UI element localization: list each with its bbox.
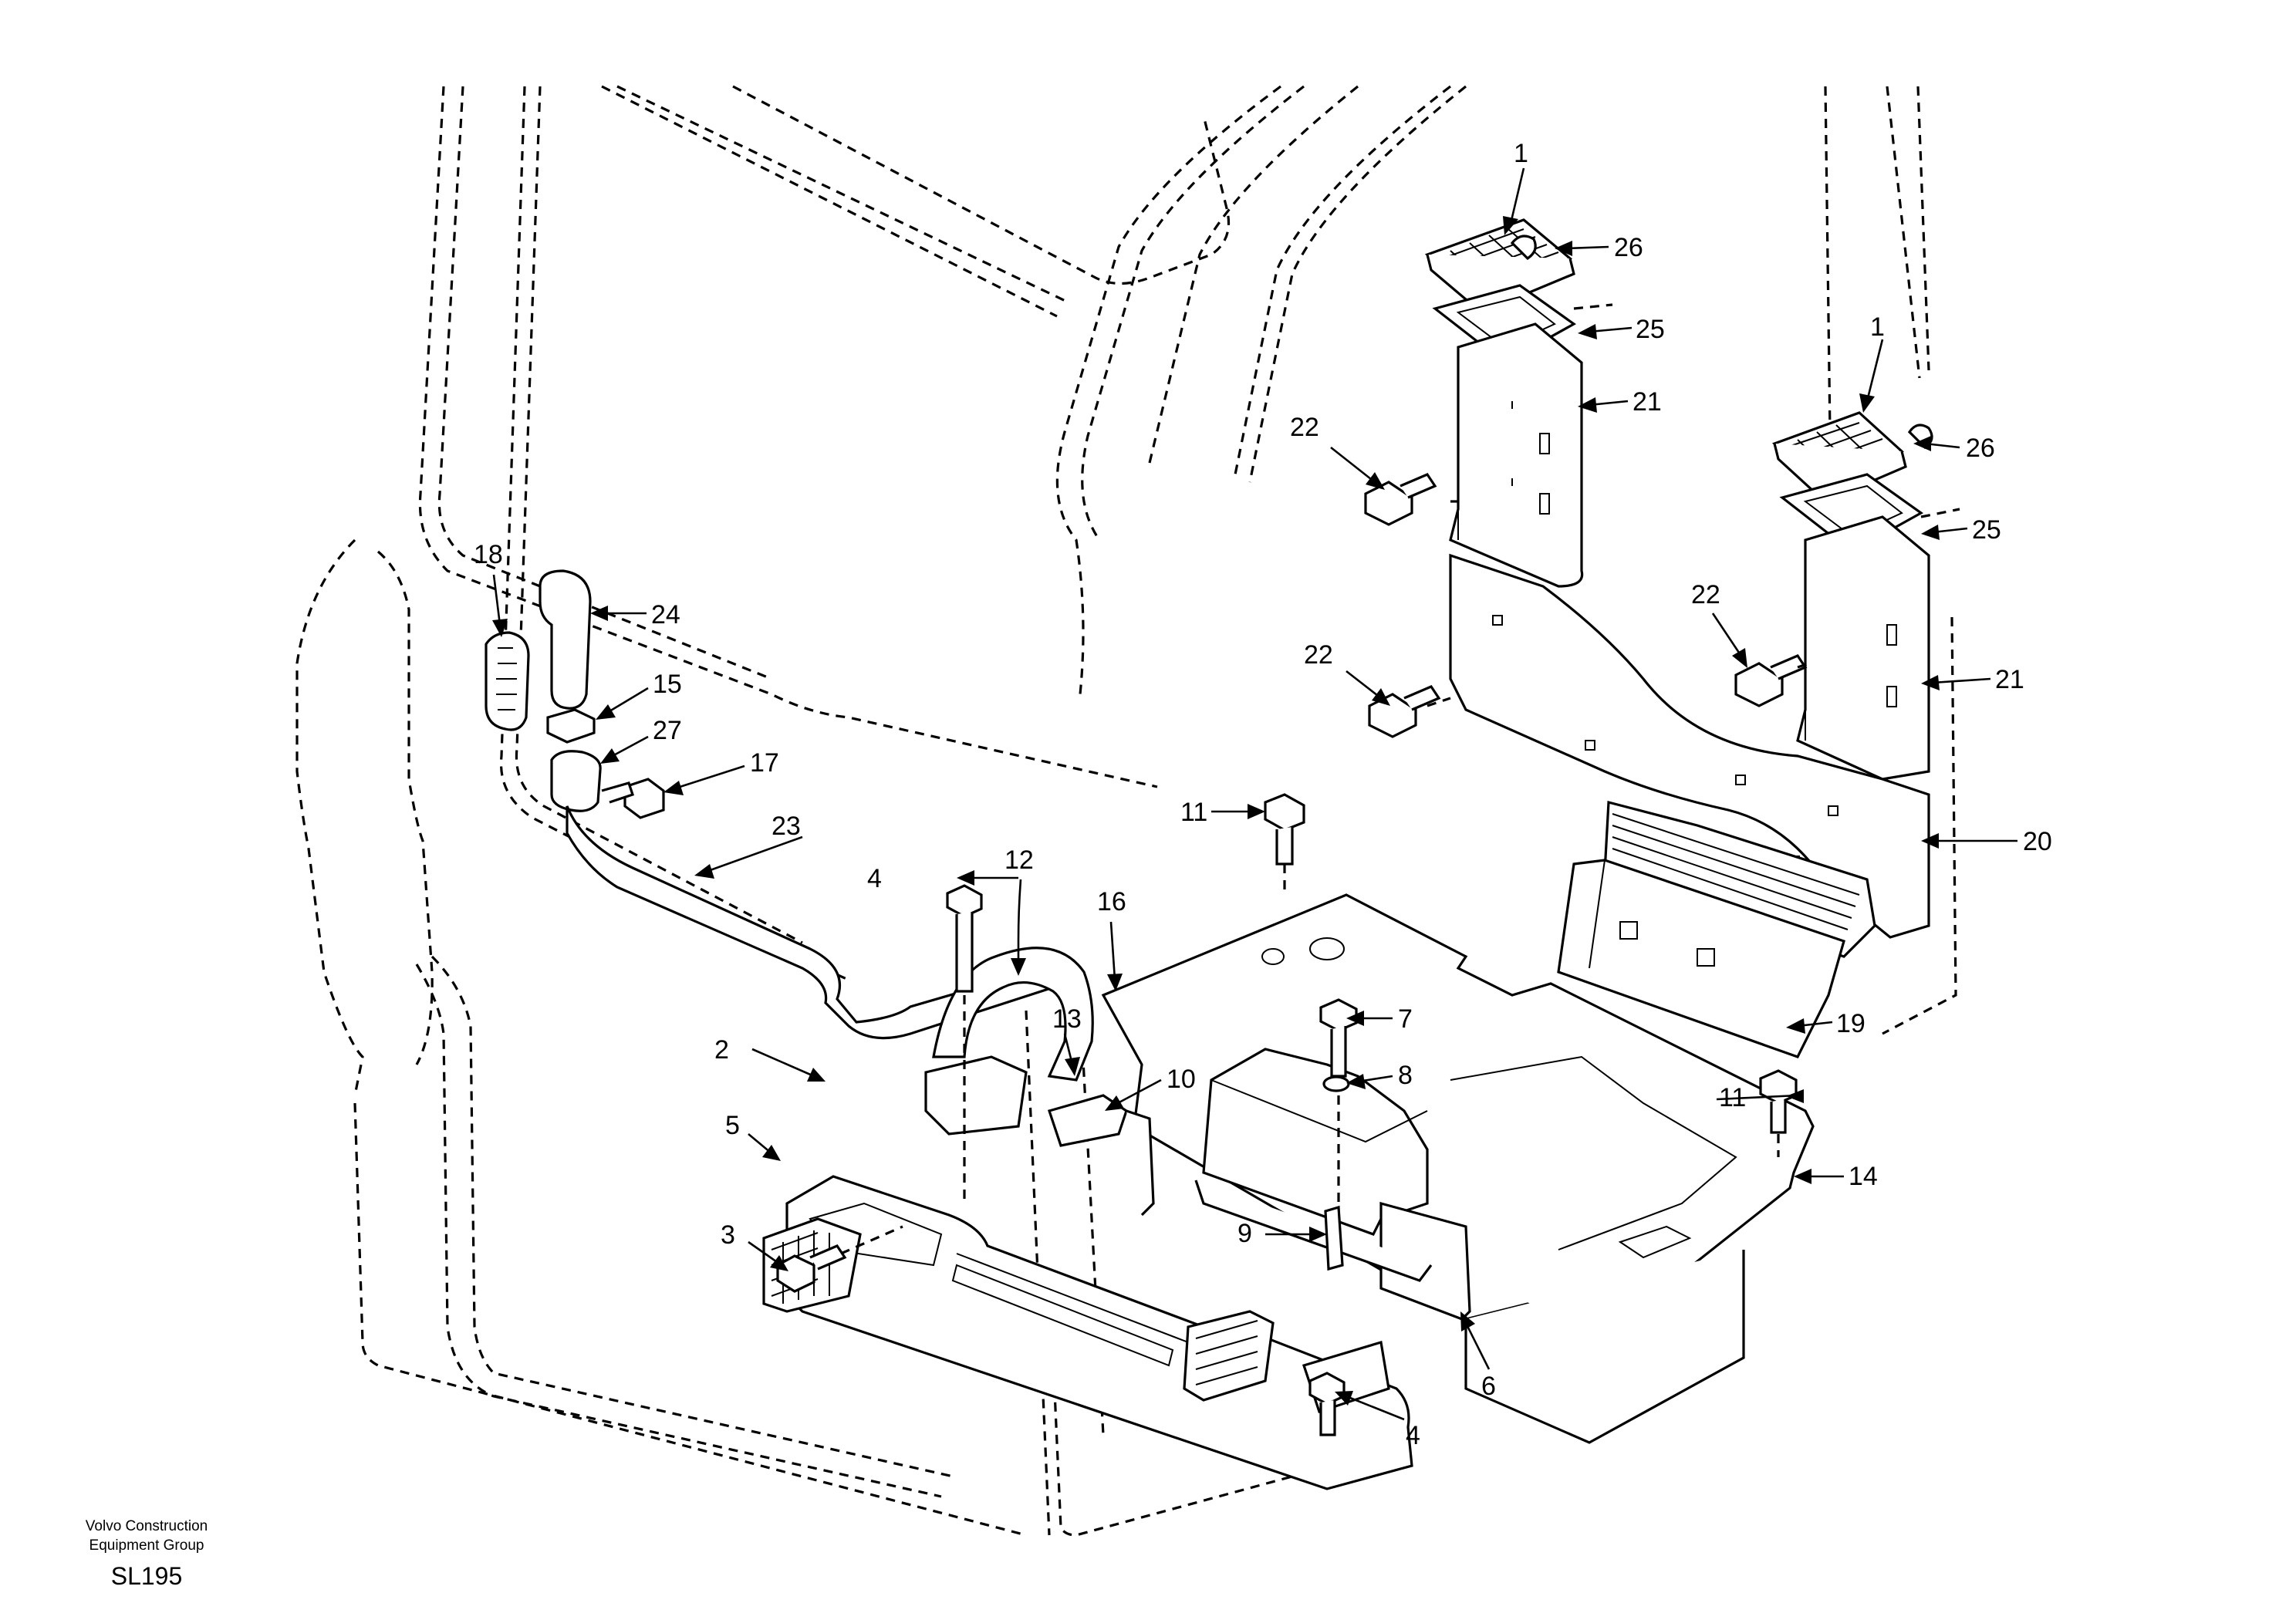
louver-5b [1183,1310,1275,1402]
callout-22: 22 [1691,580,1720,609]
callout-21: 21 [1995,665,2024,694]
callout-11: 11 [1719,1083,1746,1112]
callout-22: 22 [1290,413,1319,442]
callout-26: 26 [1966,434,1995,463]
callout-labels: 1 26 25 21 22 1 26 25 22 21 22 18 24 15 … [474,139,2052,1450]
callout-10: 10 [1167,1065,1196,1094]
callout-23: 23 [772,812,801,841]
callout-14: 14 [1849,1162,1878,1191]
callout-5: 5 [725,1111,740,1140]
callout-25: 25 [1636,315,1665,344]
callout-22: 22 [1304,640,1333,670]
bolt-17 [623,778,665,819]
fasteners [776,793,1798,1436]
callout-21: 21 [1633,387,1662,417]
callout-3: 3 [721,1220,735,1250]
connection-lines [840,303,1960,1255]
callout-1: 1 [1514,139,1528,168]
leader-lines [492,167,2017,1421]
callout-9: 9 [1237,1219,1252,1248]
cab-phantom-outline [295,85,1957,1537]
callout-16: 16 [1097,887,1126,916]
callout-27: 27 [653,716,682,745]
callout-13: 13 [1052,1004,1082,1034]
publisher-credit: Volvo Construction Equipment Group [31,1517,262,1555]
upper-vent-assembly-right [1771,411,1930,781]
grommet-18 [485,631,530,731]
floor-plate [1101,893,1815,1444]
callout-15: 15 [653,670,682,699]
callout-8: 8 [1398,1061,1413,1090]
duct-upper-right [1796,515,1930,781]
diagram-code: SL195 [110,1562,183,1590]
callout-11: 11 [1180,798,1207,827]
credit-line-1: Volvo Construction [85,1518,208,1534]
callout-7: 7 [1398,1004,1413,1034]
callout-4: 4 [1406,1421,1420,1450]
fitting-27 [550,750,602,812]
callout-17: 17 [750,748,779,778]
callout-4: 4 [867,864,882,893]
callout-1: 1 [1870,312,1885,342]
callout-25: 25 [1972,515,2001,545]
callout-24: 24 [651,600,680,629]
callout-6: 6 [1481,1372,1496,1401]
bracket-6 [1379,1201,1471,1321]
upper-vent-assembly-left [1424,218,1584,588]
callout-2: 2 [714,1035,729,1065]
bracket-13 [924,1055,1028,1136]
callout-19: 19 [1836,1009,1866,1038]
front-vent-assembly [762,1055,1413,1490]
left-hose-assembly [485,569,1055,1040]
clamp-15 [546,708,596,744]
callout-12: 12 [1004,845,1034,875]
pin-9 [1324,1205,1344,1271]
elbow-24 [539,569,592,710]
callout-26: 26 [1614,233,1643,262]
main-duct [1449,553,1930,1058]
duct-upper-left [1449,322,1584,588]
callout-20: 20 [2023,827,2052,856]
callout-18: 18 [474,540,503,569]
credit-line-2: Equipment Group [89,1537,204,1554]
